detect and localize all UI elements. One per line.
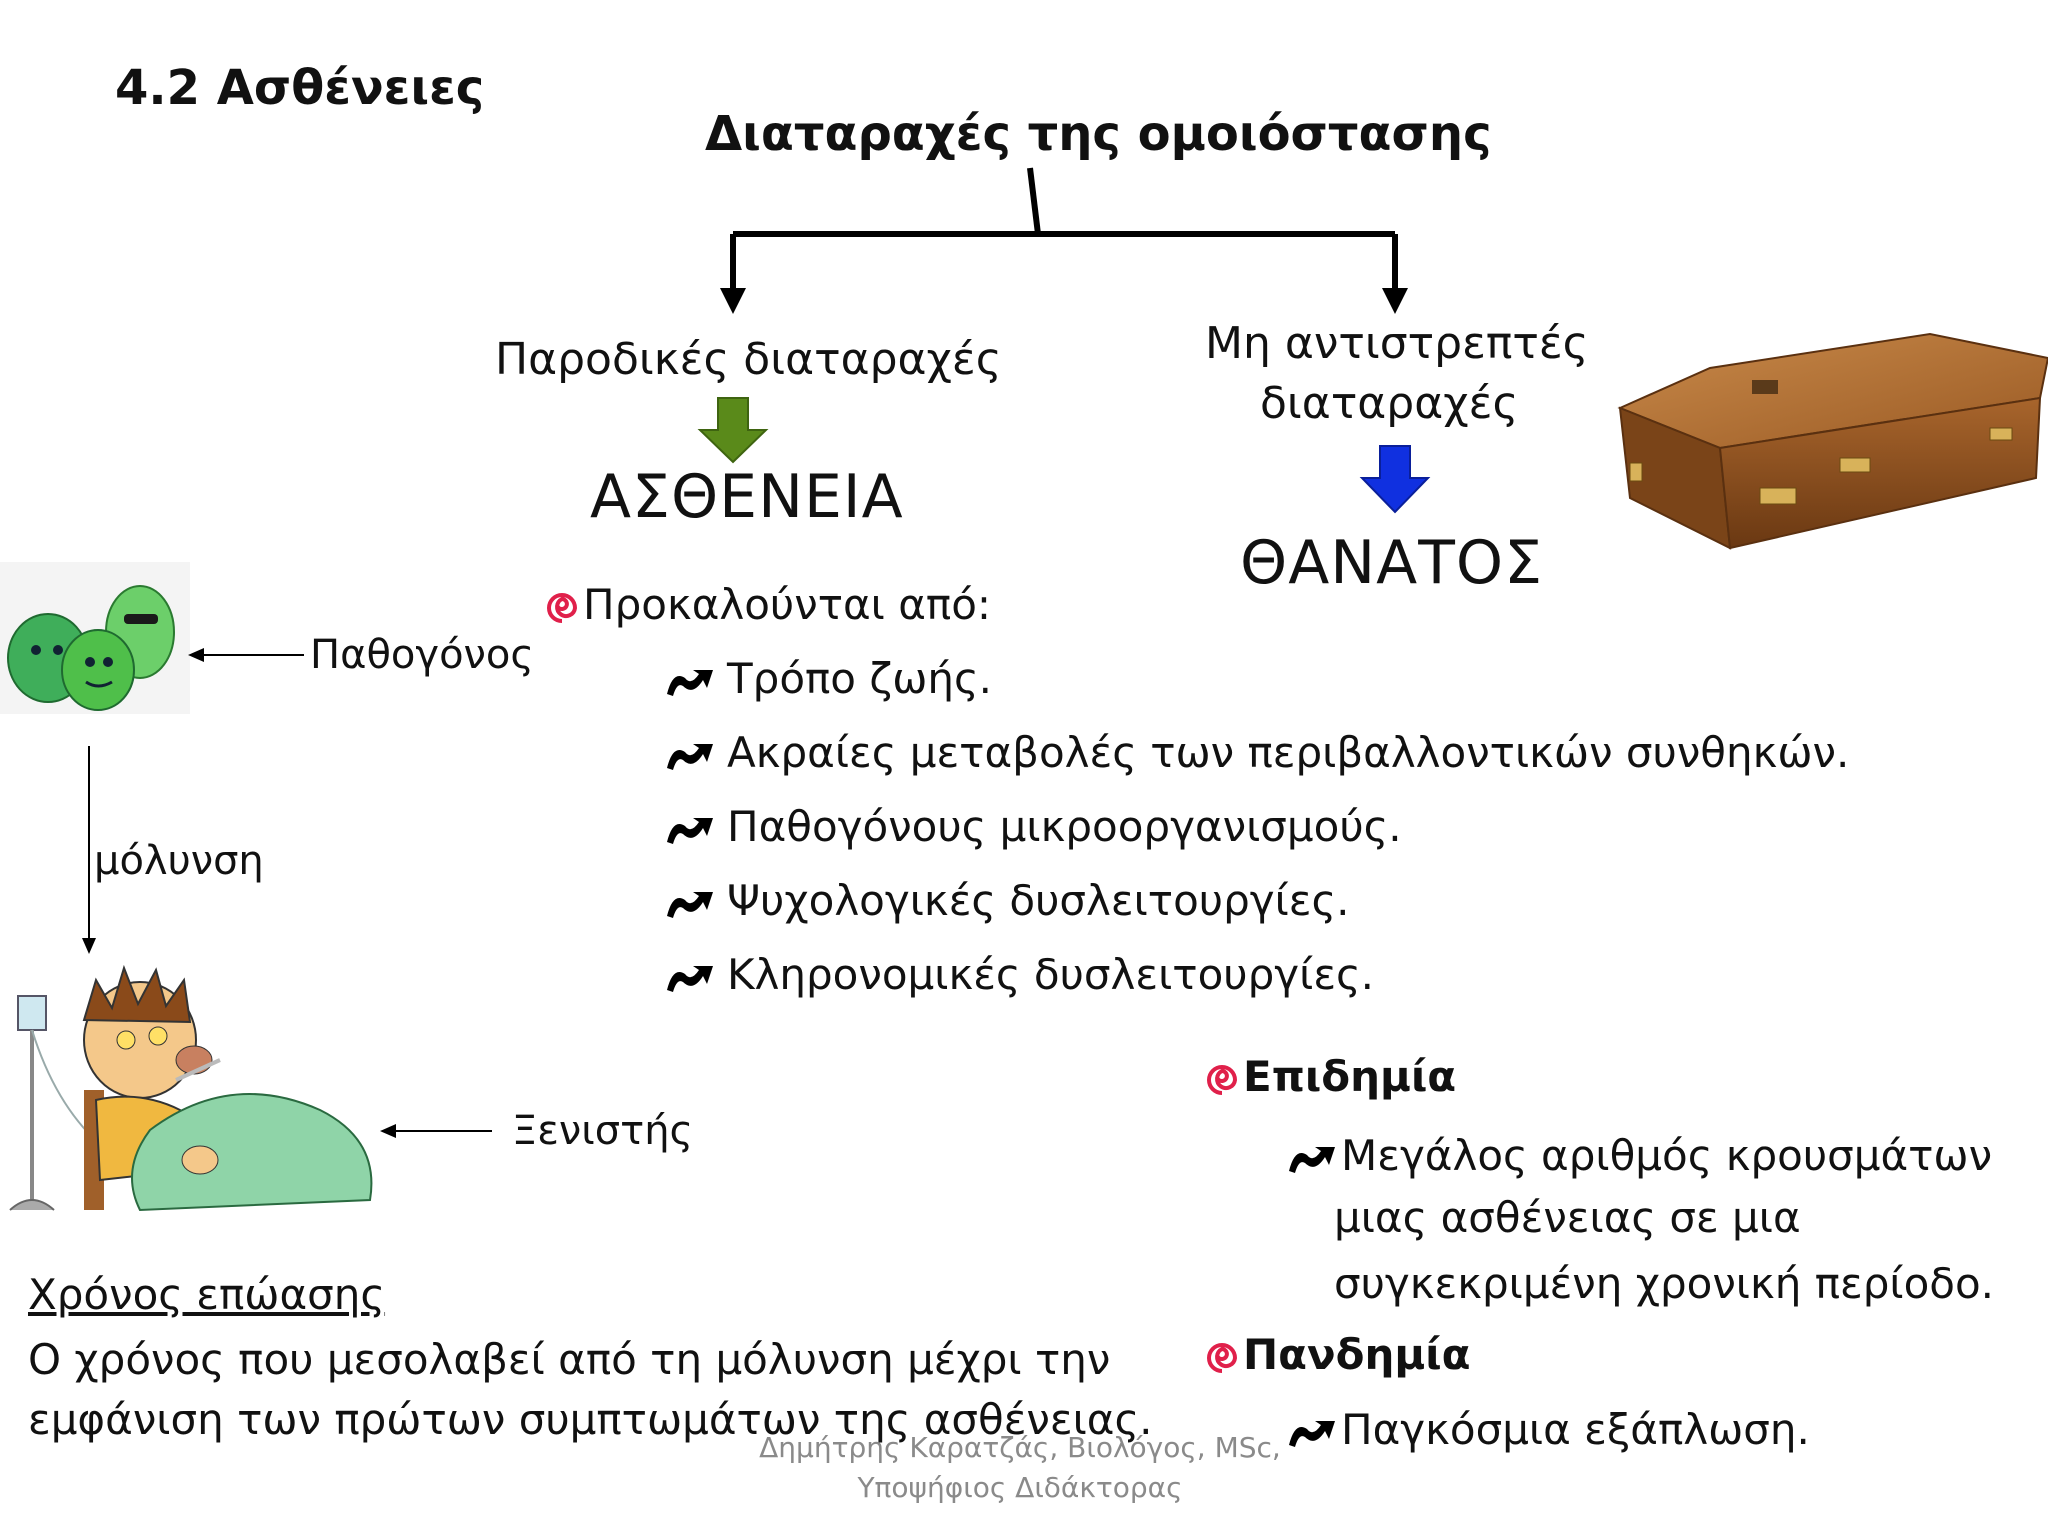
- incubation-title: Χρόνος επώασης: [28, 1270, 386, 1319]
- swirl-bullet-icon: [1207, 1342, 1238, 1373]
- right-branch-label-line2: διαταραχές: [1260, 378, 1519, 429]
- checkmark-arrow-icon: [667, 743, 713, 770]
- cause-item-text: Ακραίες μεταβολές των περιβαλλοντικών συ…: [727, 728, 1850, 777]
- checkmark-arrow-icon: [667, 669, 713, 696]
- host-arrow: [380, 1124, 492, 1138]
- checkmark-arrow-icon: [667, 891, 713, 918]
- pandemic-term: Πανδημία: [1205, 1330, 1471, 1379]
- pandemic-definition: Παγκόσμια εξάπλωση.: [1285, 1398, 1810, 1462]
- infection-arrow: [82, 746, 96, 954]
- cause-item: Ψυχολογικές δυσλειτουργίες.: [663, 876, 1350, 925]
- incubation-line2: εμφάνιση των πρώτων συμπτωμάτων της ασθέ…: [28, 1395, 1153, 1444]
- tree-stem: [1027, 167, 1041, 235]
- death-result: ΘΑΝΑΤΟΣ: [1240, 528, 1543, 598]
- main-title: Διαταραχές της ομοιόστασης: [705, 106, 1492, 162]
- checkmark-arrow-icon: [667, 817, 713, 844]
- checkmark-arrow-icon: [667, 965, 713, 992]
- swirl-bullet-icon: [1207, 1064, 1238, 1095]
- cause-item-text: Ψυχολογικές δυσλειτουργίες.: [727, 876, 1350, 925]
- pathogen-label: Παθογόνος: [310, 632, 534, 678]
- epidemic-definition-line3: συγκεκριμένη χρονική περίοδο.: [1334, 1259, 1995, 1308]
- footer-credit: Δημήτρης Καρατζάς, Βιολόγος, MSc, Υποψήφ…: [740, 1428, 1300, 1508]
- causes-heading: Προκαλούνται από:: [545, 580, 991, 629]
- epidemic-term: Επιδημία: [1205, 1052, 1456, 1101]
- arrow-left-head: [720, 288, 746, 314]
- checkmark-arrow-icon: [1289, 1420, 1335, 1447]
- coffin-image: [1617, 332, 2048, 550]
- epidemic-definition-text: Μεγάλος αριθμός κρουσμάτων: [1341, 1131, 1993, 1180]
- section-title: 4.2 Ασθένειες: [115, 60, 485, 116]
- infection-label: μόλυνση: [94, 838, 264, 884]
- green-arrow-icon: [697, 397, 769, 464]
- cause-item-text: Παθογόνους μικροοργανισμούς.: [727, 802, 1402, 851]
- blue-arrow-icon: [1359, 445, 1431, 514]
- pandemic-term-text: Πανδημία: [1243, 1330, 1471, 1379]
- cause-item-text: Κληρονομικές δυσλειτουργίες.: [727, 950, 1375, 999]
- pandemic-definition-text: Παγκόσμια εξάπλωση.: [1341, 1405, 1810, 1454]
- illness-result: ΑΣΘΕΝΕΙΑ: [590, 462, 904, 532]
- causes-heading-text: Προκαλούνται από:: [583, 580, 992, 629]
- cause-item: Ακραίες μεταβολές των περιβαλλοντικών συ…: [663, 728, 1849, 777]
- germs-image: [0, 562, 190, 714]
- left-branch-label: Παροδικές διαταραχές: [495, 334, 1002, 385]
- pathogen-arrow: [188, 648, 304, 662]
- epidemic-definition-line1: Μεγάλος αριθμός κρουσμάτων: [1285, 1124, 1992, 1188]
- cause-item-text: Τρόπο ζωής.: [727, 654, 992, 703]
- epidemic-definition-line2: μιας ασθένειας σε μια: [1334, 1193, 1801, 1242]
- right-branch-label-line1: Μη αντιστρεπτές: [1205, 318, 1589, 369]
- arrow-right-head: [1382, 288, 1408, 314]
- checkmark-arrow-icon: [1289, 1146, 1335, 1173]
- epidemic-term-text: Επιδημία: [1243, 1052, 1457, 1101]
- incubation-line1: Ο χρόνος που μεσολαβεί από τη μόλυνση μέ…: [28, 1335, 1111, 1384]
- swirl-bullet-icon: [547, 592, 578, 623]
- footer-line1: Δημήτρης Καρατζάς, Βιολόγος, MSc,: [759, 1431, 1281, 1464]
- host-label: Ξενιστής: [512, 1108, 694, 1154]
- sick-person-image: [9, 964, 373, 1212]
- cause-item: Κληρονομικές δυσλειτουργίες.: [663, 950, 1374, 999]
- cause-item: Τρόπο ζωής.: [663, 654, 992, 703]
- footer-line2: Υποψήφιος Διδάκτορας: [857, 1471, 1183, 1504]
- cause-item: Παθογόνους μικροοργανισμούς.: [663, 802, 1402, 851]
